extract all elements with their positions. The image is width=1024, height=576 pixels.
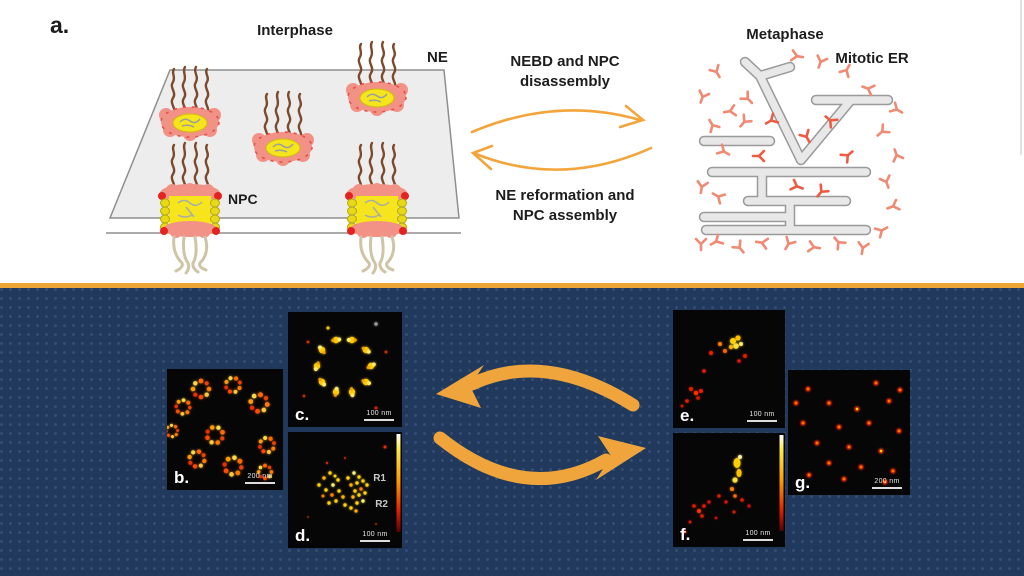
- cycle-arrows-icon: [470, 104, 653, 171]
- panel-a-label: a.: [50, 12, 70, 38]
- scalebar-line: [245, 482, 275, 484]
- micrograph-d-image: [307, 434, 401, 532]
- micrograph-b: b. 200 nm: [167, 369, 283, 490]
- micrograph-f-image: [683, 435, 784, 534]
- ring1-annotation: R1: [373, 473, 386, 484]
- scalebar-text: 100 nm: [366, 410, 392, 417]
- scalebar-text: 200 nm: [247, 473, 273, 480]
- micrograph-c-label: c.: [295, 405, 310, 424]
- interphase-ne-illustration: [106, 42, 461, 273]
- scalebar-line: [747, 420, 777, 422]
- scalebar-line: [360, 540, 390, 542]
- scalebar-text: 200 nm: [874, 478, 900, 485]
- ne-label: NE: [427, 49, 448, 66]
- micrograph-d-scalebar: 100 nm: [360, 531, 390, 542]
- reverse-process-label: NE reformation and NPC assembly: [495, 187, 635, 224]
- micrograph-g: g. 200 nm: [788, 370, 910, 495]
- micrograph-b-label: b.: [174, 468, 190, 487]
- scalebar-text: 100 nm: [749, 411, 775, 418]
- scalebar-text: 100 nm: [745, 530, 771, 537]
- scalebar-line: [743, 539, 773, 541]
- micrograph-b-scalebar: 200 nm: [245, 473, 275, 484]
- micrograph-e-scalebar: 100 nm: [747, 411, 777, 422]
- scalebar-line: [872, 487, 902, 489]
- mitotic-er-illustration: [694, 49, 906, 257]
- ring2-annotation: R2: [375, 499, 388, 510]
- metaphase-title: Metaphase: [746, 26, 824, 43]
- forward-process-label: NEBD and NPC disassembly: [510, 53, 620, 90]
- micrograph-d: R1 R2 d. 100 nm: [288, 432, 402, 548]
- intensity-lut-bar: [779, 435, 784, 531]
- accent-divider: [0, 283, 1024, 288]
- micrograph-g-label: g.: [795, 473, 811, 492]
- schematic-illustration: [106, 0, 1022, 283]
- micrograph-c: c. 100 nm: [288, 312, 402, 427]
- micrograph-g-scalebar: 200 nm: [872, 478, 902, 489]
- cycle-arrows-large-icon: [433, 364, 646, 485]
- micrograph-d-label: d.: [295, 526, 311, 545]
- mitotic-er-label: Mitotic ER: [835, 50, 909, 67]
- scalebar-text: 100 nm: [362, 531, 388, 538]
- scalebar-line: [364, 419, 394, 421]
- micrograph-e-label: e.: [680, 406, 695, 425]
- micrograph-panel: b. 200 nm: [0, 288, 1024, 576]
- micrograph-f: f. 100 nm: [673, 433, 785, 547]
- micrograph-c-scalebar: 100 nm: [364, 410, 394, 421]
- micrograph-e: e. 100 nm: [673, 310, 785, 428]
- intensity-lut-bar: [396, 434, 401, 532]
- micrograph-f-label: f.: [680, 525, 691, 544]
- interphase-title: Interphase: [257, 22, 333, 39]
- panel-a-schematic: a. Interphase NE NPC NEBD and NPC disass…: [0, 0, 1024, 283]
- npc-label: NPC: [228, 191, 258, 207]
- micrograph-f-scalebar: 100 nm: [743, 530, 773, 541]
